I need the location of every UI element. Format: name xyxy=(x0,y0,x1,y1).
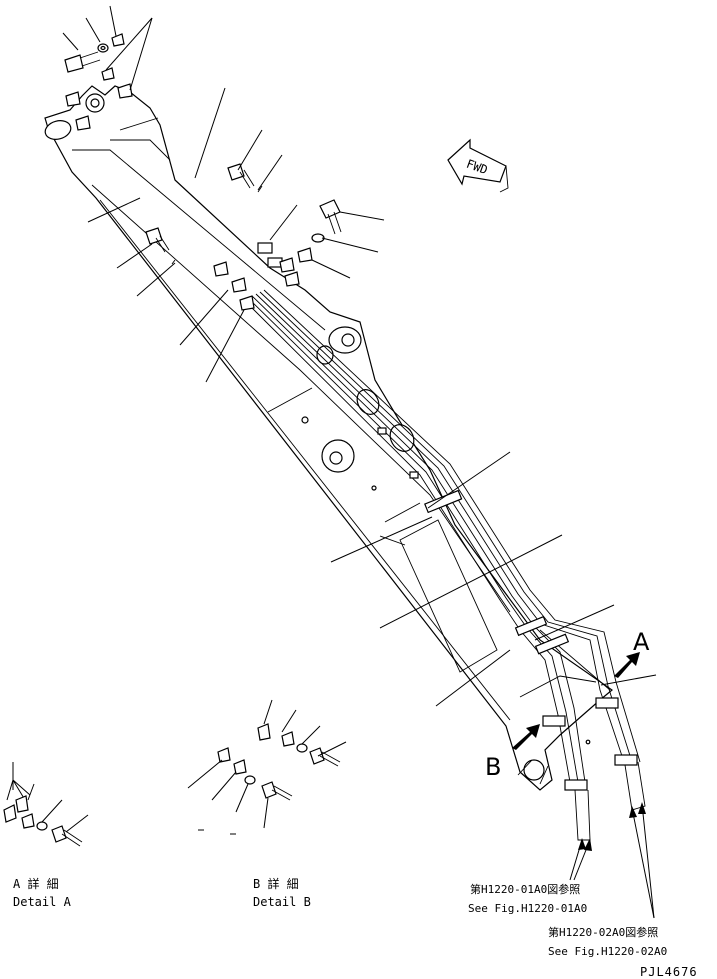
arm-body xyxy=(44,85,613,791)
fwd-label: FWD xyxy=(464,157,489,178)
ref-2-en: See Fig.H1220-02A0 xyxy=(548,945,667,958)
drawing-code: PJL4676 xyxy=(640,965,698,979)
ref-1-en: See Fig.H1220-01A0 xyxy=(468,902,587,915)
hydraulic-hoses xyxy=(243,289,646,841)
detail-b-en: Detail B xyxy=(253,895,311,909)
view-b-arrow: B xyxy=(485,724,540,781)
ref-2-jp: 第H1220-02A0図参照 xyxy=(548,925,658,939)
detail-b-parts: B 詳 細 Detail B xyxy=(187,699,347,909)
fwd-arrow: FWD xyxy=(447,138,509,193)
ref-1-jp: 第H1220-01A0図参照 xyxy=(470,882,580,896)
detail-a-parts: A 詳 細 Detail A xyxy=(3,762,89,909)
view-b-letter: B xyxy=(485,753,501,781)
view-a-arrow: A xyxy=(614,628,650,678)
view-a-letter: A xyxy=(633,628,650,656)
top-hardware xyxy=(64,33,342,311)
reference-arrows xyxy=(569,802,655,919)
detail-a-jp: A 詳 細 xyxy=(13,876,59,891)
detail-b-jp: B 詳 細 xyxy=(253,876,299,891)
leader-lines xyxy=(62,5,657,707)
detail-a-en: Detail A xyxy=(13,895,72,909)
